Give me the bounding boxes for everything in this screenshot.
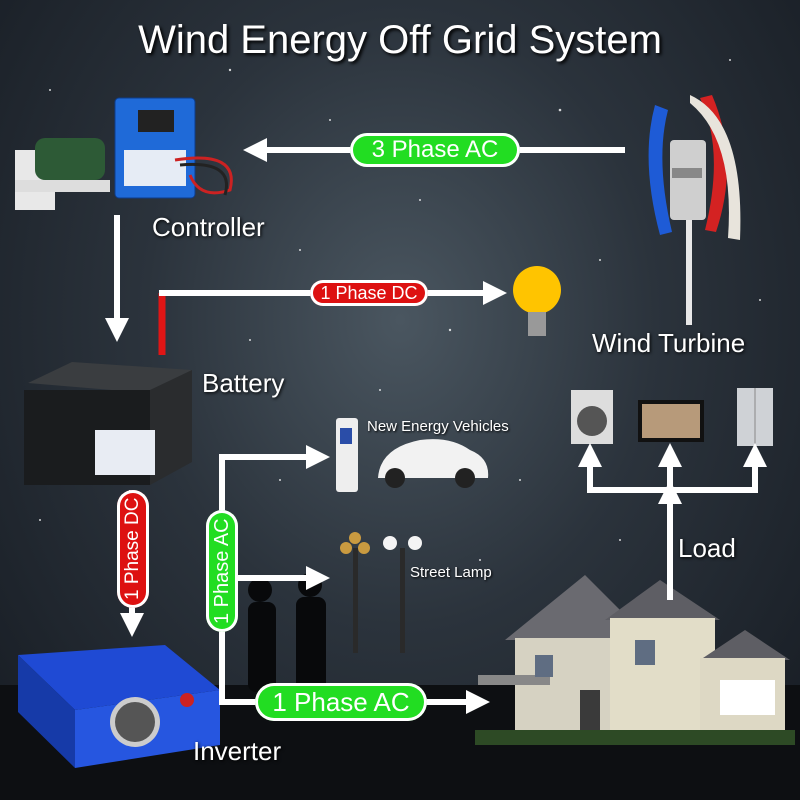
one-phase-ac-badge-house: 1 Phase AC [255, 683, 427, 721]
light-bulb-icon [513, 266, 561, 336]
one-phase-ac-badge-branch: 1 Phase AC [206, 510, 238, 632]
three-phase-ac-badge: 3 Phase AC [350, 133, 520, 167]
one-phase-dc-badge-bulb: 1 Phase DC [310, 280, 428, 306]
inverter-image [18, 645, 220, 768]
one-phase-dc-badge-inverter: 1 Phase DC [117, 490, 149, 608]
street-lamp-label: Street Lamp [410, 564, 492, 581]
page-title: Wind Energy Off Grid System [138, 18, 662, 62]
inverter-label: Inverter [193, 736, 282, 766]
tv-icon [638, 400, 704, 442]
load-label: Load [678, 533, 736, 563]
battery-label: Battery [202, 368, 285, 398]
ev-charging-station-image [336, 418, 358, 492]
house-image [475, 575, 795, 745]
couple-silhouette [248, 573, 326, 692]
controller-image [114, 97, 233, 199]
electric-car-image [378, 439, 489, 488]
washing-machine-icon [571, 390, 613, 444]
battery-image [24, 362, 192, 485]
street-lamp-image [340, 532, 422, 653]
dump-load-resistor-image [15, 138, 110, 210]
new-energy-vehicles-label: New Energy Vehicles [367, 418, 509, 435]
controller-label: Controller [152, 212, 265, 242]
wind-turbine-image [648, 95, 741, 325]
refrigerator-icon [737, 388, 773, 446]
wind-turbine-label: Wind Turbine [592, 328, 746, 358]
